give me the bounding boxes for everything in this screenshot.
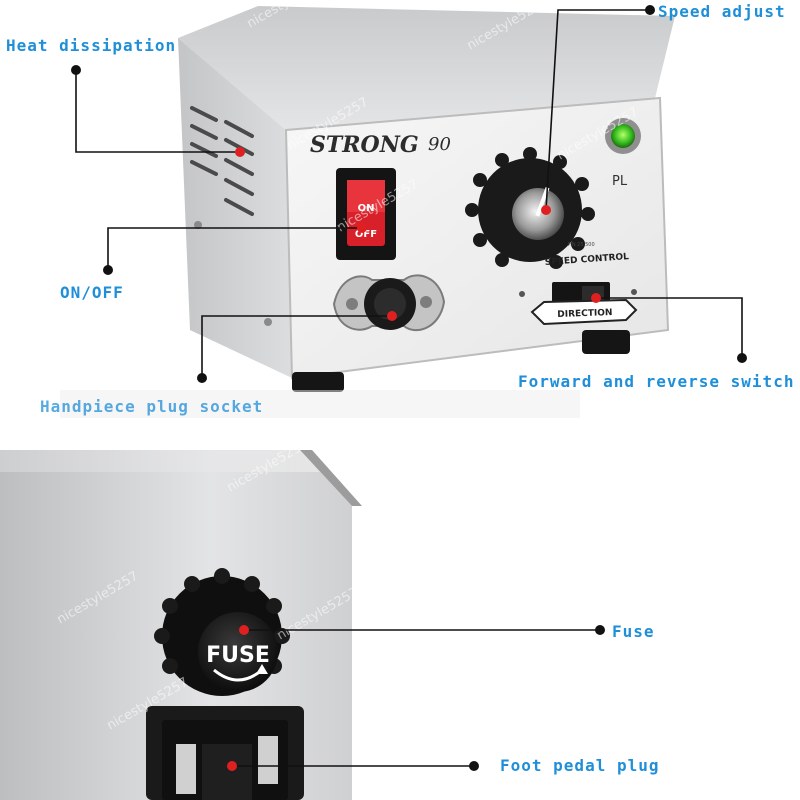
fuse-holder[interactable]: FUSE: [154, 568, 290, 696]
model-number: 90: [428, 134, 451, 155]
power-switch[interactable]: ON OFF: [336, 168, 396, 260]
direction-switch[interactable]: DIRECTION: [519, 282, 638, 326]
table-reflection: [60, 390, 580, 418]
speed-knob[interactable]: [465, 147, 595, 269]
speed-control-scale: P.N 25 500: [568, 242, 595, 248]
power-switch-off-label: OFF: [355, 229, 377, 240]
case-screw: [194, 221, 202, 229]
case-top-edge: [0, 450, 320, 472]
forward-reverse-label: Forward and reverse switch: [518, 372, 795, 391]
direction-label: DIRECTION: [557, 308, 613, 320]
foot-pedal-plug-label: Foot pedal plug: [500, 756, 660, 775]
indicator-led-icon: [611, 124, 635, 148]
rubber-foot: [292, 372, 344, 392]
power-indicator: PL: [605, 118, 641, 189]
case-side: [178, 38, 292, 378]
case-top: [178, 6, 675, 130]
case-edge: [300, 450, 362, 506]
foot-pedal-socket[interactable]: [146, 706, 304, 800]
case-screw: [264, 318, 272, 326]
handpiece-socket[interactable]: [332, 274, 446, 331]
on-off-label: ON/OFF: [60, 283, 124, 302]
handpiece-socket-label: Handpiece plug socket: [40, 397, 264, 416]
fuse-cap-label: FUSE: [206, 643, 270, 668]
brand-logo: STRONG: [310, 132, 419, 158]
back-panel-closeup: FUSE: [0, 450, 362, 800]
power-switch-on-label: ON: [358, 203, 375, 214]
fuse-label: Fuse: [612, 622, 655, 641]
rubber-foot: [582, 330, 630, 354]
heat-dissipation-label: Heat dissipation: [6, 36, 177, 55]
speed-adjust-label: Speed adjust: [658, 2, 786, 21]
heat-vents: [190, 106, 254, 216]
callout-markers: [71, 5, 747, 771]
indicator-label: PL: [612, 174, 628, 189]
callout-lines: [75, 9, 743, 767]
control-unit: STRONG 90 ON OFF PL: [60, 6, 675, 418]
